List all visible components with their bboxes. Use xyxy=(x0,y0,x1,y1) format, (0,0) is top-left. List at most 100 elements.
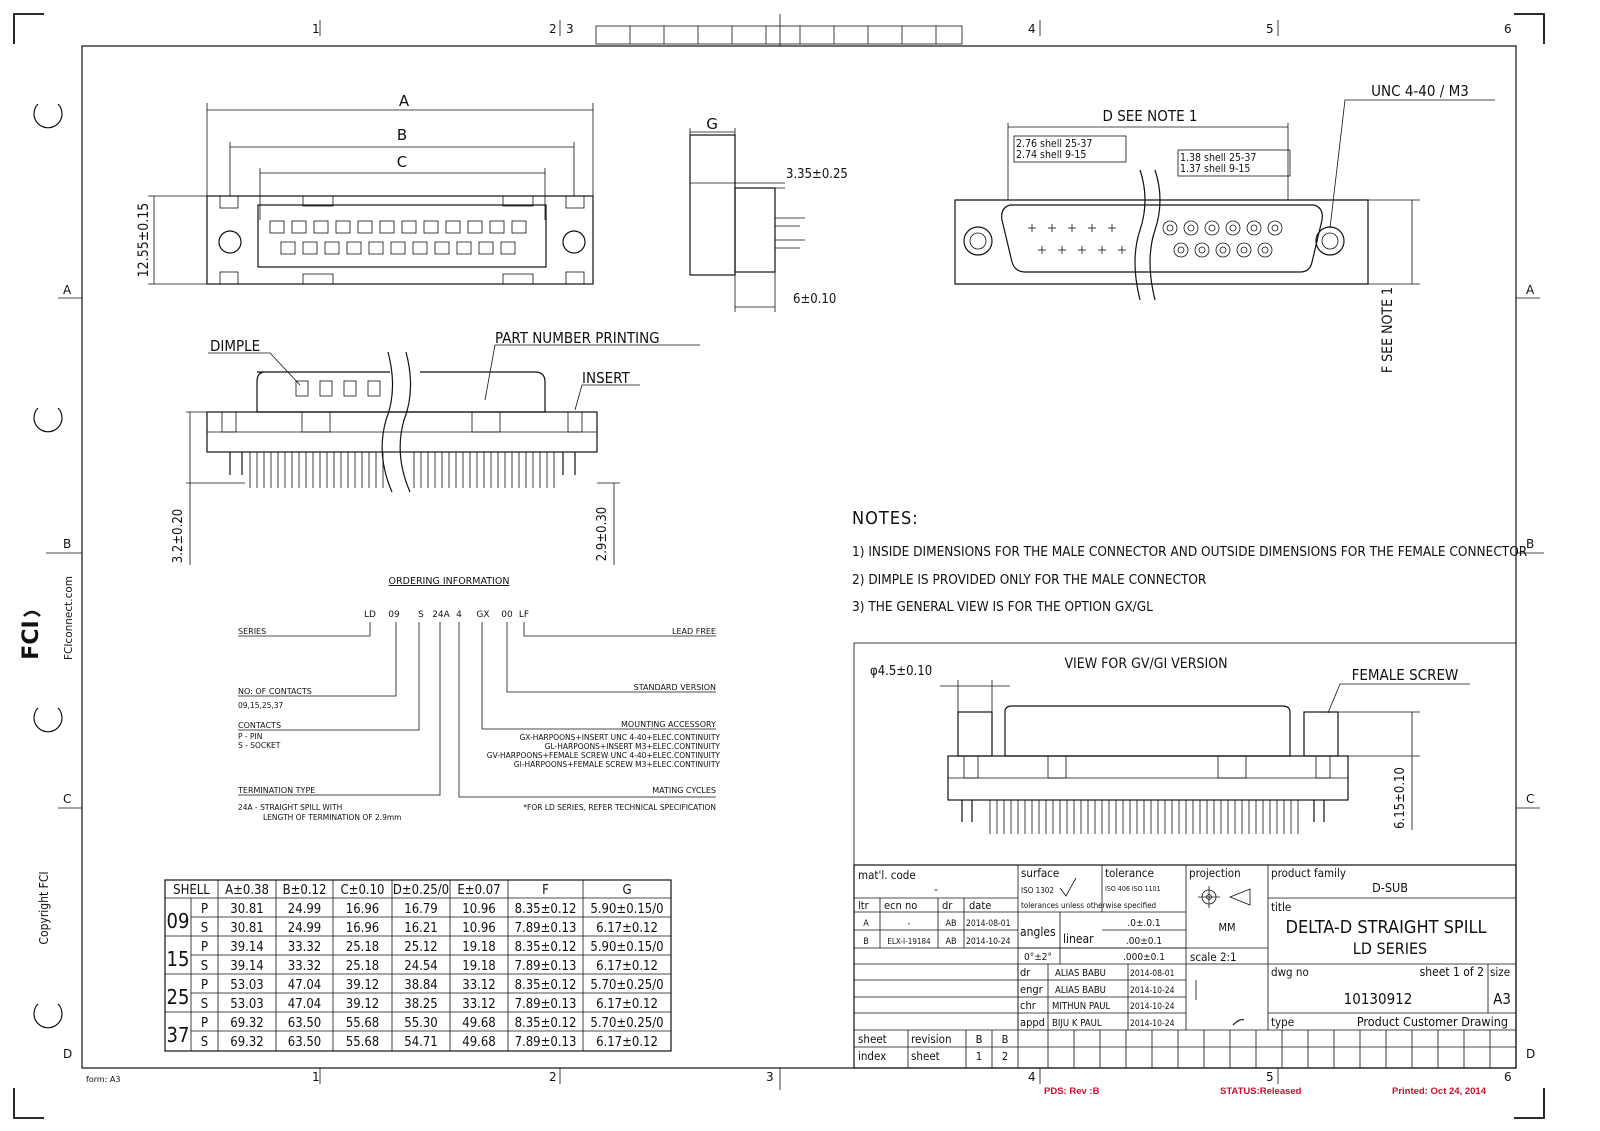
matl-code-value: - xyxy=(934,882,938,896)
row-c-right: C xyxy=(1526,792,1534,806)
product-family-value: D-SUB xyxy=(1372,880,1408,895)
side-view: G 3.35±0.25 6±0.10 xyxy=(689,115,848,312)
rev-a-ltr: A xyxy=(863,919,869,929)
code-lf: LF xyxy=(519,610,529,620)
table-cell: 39.12 xyxy=(346,978,379,993)
table-cell: 7.89±0.13 xyxy=(515,997,577,1012)
table-cell: 49.68 xyxy=(462,1035,495,1050)
pds-rev: PDS: Rev :B xyxy=(1044,1086,1100,1097)
row-a-right: A xyxy=(1526,283,1535,297)
part-number-label: PART NUMBER PRINTING xyxy=(495,329,660,347)
notes-block: NOTES: 1) INSIDE DIMENSIONS FOR THE MALE… xyxy=(852,508,1528,615)
d-see-note: D SEE NOTE 1 xyxy=(1103,107,1198,125)
row-b: B xyxy=(63,537,71,551)
surface-iso: ISO 1302 xyxy=(1021,886,1054,895)
table-header: C±0.10 xyxy=(340,883,384,898)
series-label: SERIES xyxy=(238,627,266,636)
appd-role: appd xyxy=(1020,1016,1045,1029)
col-6-bottom: 6 xyxy=(1504,1070,1512,1084)
lead-free-label: LEAD FREE xyxy=(672,627,716,636)
table-cell: 5.70±0.25/0 xyxy=(590,978,663,993)
rev-b-ecn: ELX-I-19184 xyxy=(887,937,931,946)
contacts-s: S - SOCKET xyxy=(238,741,281,750)
female-screw-label: FEMALE SCREW xyxy=(1352,666,1459,684)
mount-opt-3: GV-HARPOONS+FEMALE SCREW UNC 4-40+ELEC.C… xyxy=(487,751,721,760)
insert-label: INSERT xyxy=(582,369,630,387)
ordering-title: ORDERING INFORMATION xyxy=(389,576,510,587)
table-cell: 53.03 xyxy=(230,997,263,1012)
zone-labels: 1 2 3 4 5 6 1 2 3 4 5 6 A B C D A B C D xyxy=(63,22,1535,1084)
rev-b-dr: AB xyxy=(945,937,956,947)
table-header: B±0.12 xyxy=(283,883,327,898)
lin-3: .000±0.1 xyxy=(1123,952,1165,963)
table-cell: P xyxy=(201,940,208,955)
table-header: A±0.38 xyxy=(225,883,269,898)
top-strip xyxy=(595,25,963,45)
table-cell: 39.14 xyxy=(230,940,263,955)
fci-url: FCIconnect.com xyxy=(63,576,75,660)
mating-label: MATING CYCLES xyxy=(652,786,716,795)
table-cell: 25.18 xyxy=(346,959,379,974)
note-1: 1) INSIDE DIMENSIONS FOR THE MALE CONNEC… xyxy=(852,544,1528,560)
table-cell: S xyxy=(201,921,208,936)
dim-right-label: 2.9±0.30 xyxy=(595,507,610,561)
lin-1: .0±.0.1 xyxy=(1127,918,1160,929)
product-family-label: product family xyxy=(1271,866,1346,880)
table-cell: 33.12 xyxy=(462,978,495,993)
title-line-1: DELTA-D STRAIGHT SPILL xyxy=(1285,917,1486,938)
rev-b-ltr: B xyxy=(863,937,869,947)
contacts-label: CONTACTS xyxy=(238,721,281,730)
shell-b2: 1.37 shell 9-15 xyxy=(1180,163,1250,175)
table-cell: 6.17±0.12 xyxy=(596,921,658,936)
type-value: Product Customer Drawing xyxy=(1357,1014,1508,1029)
gv-dim-label: 6.15±0.10 xyxy=(1393,767,1408,829)
code-std: 00 xyxy=(501,610,513,620)
title-label: title xyxy=(1271,900,1291,914)
code-mating: 4 xyxy=(456,610,462,620)
dim-g-label: G xyxy=(706,115,718,133)
top-view: A B C 12.55±0.15 xyxy=(136,92,594,285)
col-2: 2 xyxy=(549,22,557,36)
index-lbl: index xyxy=(858,1049,886,1063)
appd-date: 2014-10-24 xyxy=(1130,1019,1175,1029)
dwg-number: 10130912 xyxy=(1344,990,1413,1008)
col-4: 4 xyxy=(1028,22,1036,36)
copyright: Copyright FCI xyxy=(37,871,51,944)
table-cell: 38.25 xyxy=(404,997,437,1012)
front-view: D SEE NOTE 1 UNC 4-40 / M3 2.76 shell 25… xyxy=(954,82,1495,373)
table-cell: 63.50 xyxy=(288,1035,321,1050)
sheet-frame xyxy=(81,45,1517,1069)
code-mount: GX xyxy=(476,610,489,620)
no-contacts-vals: 09,15,25,37 xyxy=(238,701,284,710)
table-cell: 5.90±0.15/0 xyxy=(590,940,663,955)
table-header: E±0.07 xyxy=(457,883,500,898)
scale-label: scale 2:1 xyxy=(1190,950,1237,964)
table-cell: 33.32 xyxy=(288,959,321,974)
table-cell: 6.17±0.12 xyxy=(596,1035,658,1050)
table-cell: 25.12 xyxy=(404,940,437,955)
tolerance-iso: ISO 406 ISO 1101 xyxy=(1105,885,1161,893)
table-cell: 16.96 xyxy=(346,902,379,917)
fci-logo-arc xyxy=(23,610,41,617)
engr-name: ALIAS BABU xyxy=(1055,985,1106,996)
col-6: 6 xyxy=(1504,22,1512,36)
status-bar: PDS: Rev :B STATUS:Released Printed: Oct… xyxy=(1044,1086,1487,1097)
rev-a-dr: AB xyxy=(945,919,956,929)
rev-b1: B xyxy=(976,1033,983,1046)
mounting-label: MOUNTING ACCESSORY xyxy=(621,720,716,729)
table-cell: 25.18 xyxy=(346,940,379,955)
sh-2: 2 xyxy=(1002,1050,1008,1063)
code-series: LD xyxy=(364,610,376,620)
mating-note: *FOR LD SERIES, REFER TECHNICAL SPECIFIC… xyxy=(523,803,716,812)
sheet-lbl: sheet xyxy=(858,1032,887,1046)
table-cell: 39.12 xyxy=(346,997,379,1012)
table-cell: 33.32 xyxy=(288,940,321,955)
rev-hdr-ecn: ecn no xyxy=(884,899,917,912)
col-1-bottom: 1 xyxy=(312,1070,320,1084)
table-cell: 33.12 xyxy=(462,997,495,1012)
table-cell: 7.89±0.13 xyxy=(515,959,577,974)
binder-holes xyxy=(33,103,63,1029)
standard-label: STANDARD VERSION xyxy=(634,683,716,692)
dim-335-label: 3.35±0.25 xyxy=(786,167,848,182)
